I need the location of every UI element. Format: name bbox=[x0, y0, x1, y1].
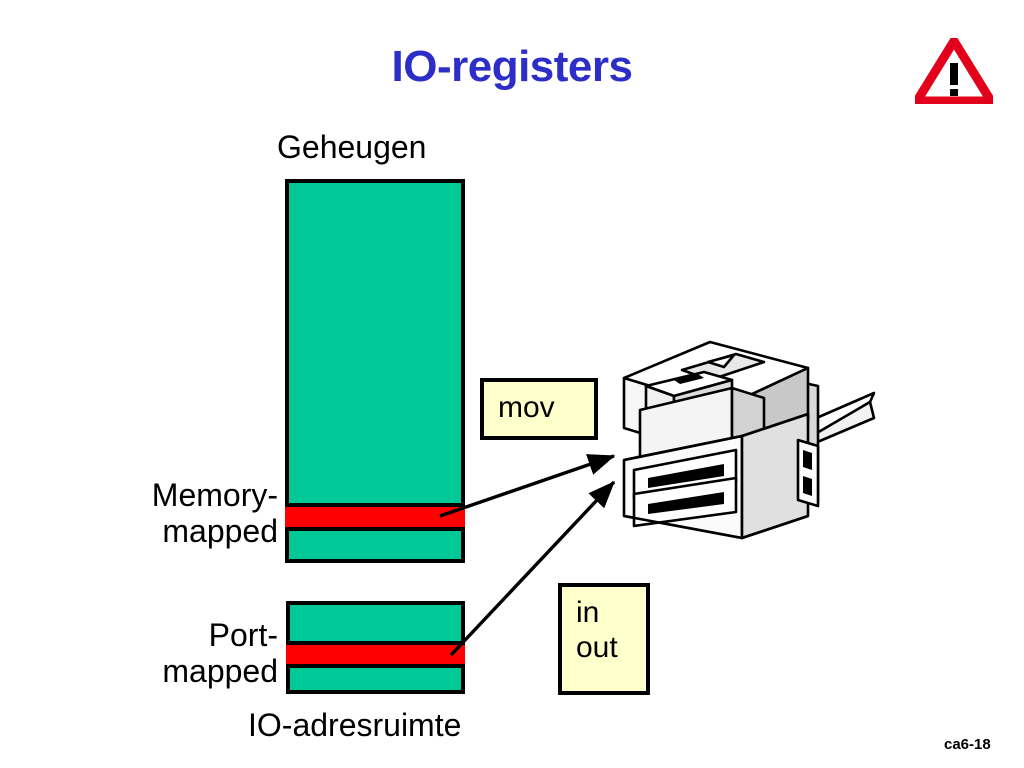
io-address-space-label: IO-adresruimte bbox=[248, 707, 462, 743]
memory-mapped-label: Memory- mapped bbox=[0, 477, 278, 550]
port-mapped-label-line2: mapped bbox=[162, 652, 278, 689]
memory-mapped-label-line2: mapped bbox=[162, 512, 278, 549]
port-mapped-label-line1: Port- bbox=[208, 617, 278, 653]
memory-mapped-label-line1: Memory- bbox=[151, 477, 278, 513]
mov-instruction-text: mov bbox=[498, 391, 555, 424]
arrow-memory-to-printer bbox=[439, 454, 616, 518]
mov-instruction-note: mov bbox=[480, 378, 606, 448]
memory-top-label: Geheugen bbox=[277, 129, 427, 165]
slide-footer-code: ca6-18 bbox=[944, 736, 991, 753]
out-instruction-text: out bbox=[576, 631, 618, 665]
warning-triangle-icon bbox=[908, 32, 1000, 106]
page-title: IO-registers bbox=[391, 42, 633, 91]
port-mapped-label: Port- mapped bbox=[0, 617, 278, 690]
port-mapped-register-band bbox=[286, 641, 465, 668]
inout-instruction-note: in out bbox=[558, 583, 658, 703]
memory-mapped-register-band bbox=[285, 503, 465, 531]
in-instruction-text: in bbox=[576, 596, 600, 629]
memory-address-space-block bbox=[285, 179, 465, 563]
io-address-space-block bbox=[286, 601, 465, 694]
printer-icon bbox=[612, 330, 902, 562]
